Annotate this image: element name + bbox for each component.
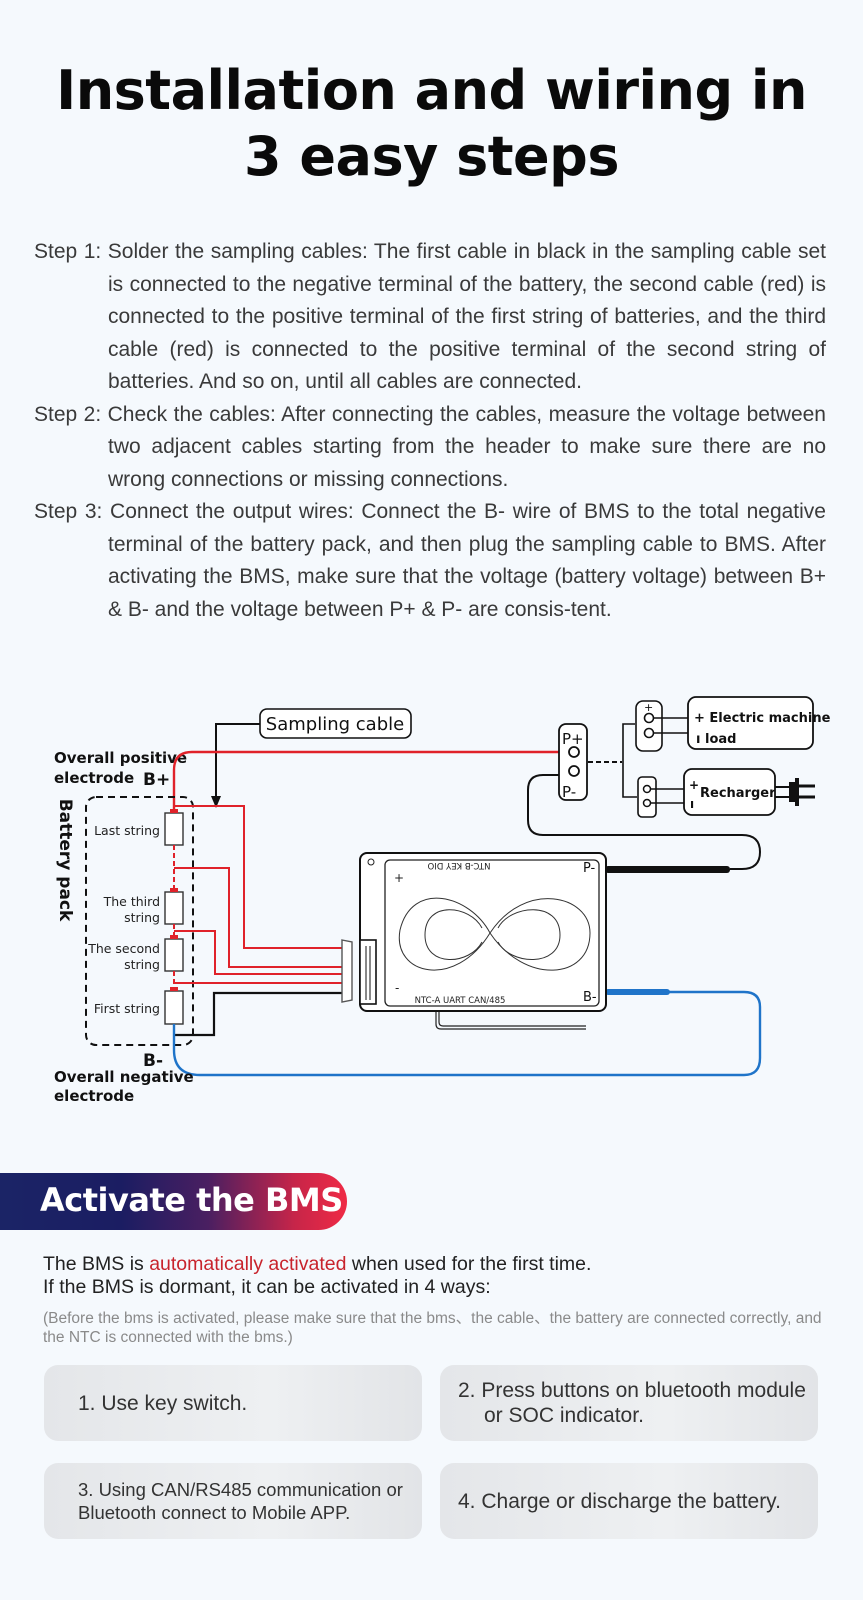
recharger-label: Recharger <box>700 786 776 801</box>
sampling-wire-3 <box>174 930 342 975</box>
load-text: load <box>705 732 736 747</box>
step-label: Step 3: <box>34 500 103 523</box>
sampling-wire-black <box>174 991 342 1037</box>
output-terminal <box>558 723 588 801</box>
step-item: Step 2: Check the cables: After connecti… <box>34 399 826 497</box>
activation-way-text: 3. Using CAN/RS485 communication or Blue… <box>78 1479 403 1523</box>
sampling-connector <box>341 939 353 1003</box>
p-minus-label: P- <box>562 783 576 801</box>
third-string-label-2: string <box>124 910 160 925</box>
electric-machine-box <box>687 696 814 750</box>
activation-way-card: 1. Use key switch. <box>44 1365 422 1441</box>
load-terminal-pos <box>643 712 655 724</box>
recharger-wires <box>651 788 686 804</box>
p-plus-label: P+ <box>562 730 584 748</box>
cell-third <box>164 888 184 925</box>
bms-b-minus-label: B- <box>583 990 597 1005</box>
recharger-terminal-neg <box>642 798 652 808</box>
step-text: Check the cables: After connecting the c… <box>107 402 826 491</box>
intro-text-after: when used for the first time. <box>346 1253 592 1275</box>
step-text: Solder the sampling cables: The first ca… <box>107 240 826 393</box>
b-minus-label: B- <box>143 1051 163 1071</box>
activate-bms-heading: Activate the BMS <box>40 1181 343 1219</box>
activation-way-text: 2. Press buttons on bluetooth module or … <box>458 1379 806 1427</box>
activation-way-text: 4. Charge or discharge the battery. <box>458 1489 781 1513</box>
electric-machine-text: Electric machine <box>709 711 830 726</box>
step-label: Step 2: <box>34 402 102 426</box>
p-minus-terminal <box>568 765 580 777</box>
load-label: ı load <box>696 732 736 747</box>
bms-bottom-port-labels: NTC-A UART CAN/485 <box>415 996 506 1006</box>
third-string-label: The third <box>103 894 160 909</box>
recharger-minus: ı <box>690 797 694 811</box>
page-title-line2: 3 easy steps <box>244 125 619 188</box>
positive-main-wire <box>172 750 565 820</box>
bms-p-minus-label: P- <box>583 861 596 876</box>
bms-plus-mark: + <box>394 871 404 885</box>
activation-note: (Before the bms is activated, please mak… <box>43 1310 822 1346</box>
infinity-logo <box>398 897 591 971</box>
load-terminal <box>635 700 663 752</box>
activate-intro: The BMS is automatically activated when … <box>43 1253 591 1299</box>
load-terminal-plus: + <box>644 701 653 714</box>
recharger-terminal <box>637 776 657 818</box>
intro-highlight: automatically activated <box>149 1253 347 1275</box>
last-string-label: Last string <box>94 823 160 838</box>
overall-positive-label-2: electrode <box>54 769 134 787</box>
intro-text: The BMS is <box>43 1253 150 1275</box>
second-string-label: The second <box>87 941 160 956</box>
bms-minus-mark: - <box>395 981 399 995</box>
activate-bms-banner: Activate the BMS <box>0 1173 347 1230</box>
negative-main-wire <box>172 990 762 1077</box>
recharger-plus: + <box>689 778 699 792</box>
battery-pack-box <box>85 796 194 1046</box>
power-plug-icon <box>775 778 815 806</box>
steps-list: Step 1: Solder the sampling cables: The … <box>34 236 826 626</box>
load-terminal-neg <box>643 727 655 739</box>
second-string-label-2: string <box>124 957 160 972</box>
load-wires <box>654 717 690 734</box>
cell-last <box>164 809 184 846</box>
electric-machine-label: + Electric machine <box>694 711 831 726</box>
page-title: Installation and wiring in 3 easy steps <box>0 58 863 190</box>
bms-top-port-labels: NTC-B KEY DIO <box>427 860 490 870</box>
activation-way-card: 3. Using CAN/RS485 communication or Blue… <box>44 1463 422 1539</box>
step-label: Step 1: <box>34 240 102 263</box>
cell-second <box>164 935 184 972</box>
battery-pack-label: Battery pack <box>55 799 75 922</box>
b-minus-thick-lead <box>605 989 670 995</box>
first-string-label: First string <box>94 1001 160 1016</box>
step-text: Connect the output wires: Connect the B-… <box>108 500 826 621</box>
sampling-wire-1 <box>174 805 342 949</box>
p-minus-wire <box>527 774 762 870</box>
overall-negative-label: Overall negative <box>54 1068 194 1086</box>
intro-line2: If the BMS is dormant, it can be activat… <box>43 1276 491 1298</box>
sampling-cable-pointer <box>215 723 260 800</box>
wiring-diagram: Sampling cable Overall positive electrod… <box>54 696 831 1105</box>
cell-first <box>164 987 184 1025</box>
sampling-cable-label: Sampling cable <box>266 714 404 735</box>
output-branch <box>622 723 637 798</box>
ntc-lead <box>435 1012 586 1030</box>
activation-way-card: 4. Charge or discharge the battery. <box>440 1463 818 1539</box>
recharger-terminal-pos <box>642 784 652 794</box>
sampling-wire-2 <box>174 867 342 968</box>
page-title-line1: Installation and wiring in <box>56 59 807 122</box>
overall-positive-label: Overall positive <box>54 749 187 767</box>
recharger-box <box>683 768 776 816</box>
step-item: Step 1: Solder the sampling cables: The … <box>34 236 826 399</box>
pointer-arrowhead <box>211 796 221 808</box>
bms-board: NTC-B KEY DIO NTC-A UART CAN/485 + - P- … <box>359 852 607 1012</box>
b-plus-label: B+ <box>143 770 170 790</box>
p-minus-thick-lead <box>605 866 730 873</box>
p-plus-terminal <box>568 746 580 758</box>
activation-way-card: 2. Press buttons on bluetooth module or … <box>440 1365 818 1441</box>
step-item: Step 3: Connect the output wires: Connec… <box>34 496 826 626</box>
overall-negative-label-2: electrode <box>54 1087 134 1105</box>
activation-way-text: 1. Use key switch. <box>78 1391 248 1415</box>
